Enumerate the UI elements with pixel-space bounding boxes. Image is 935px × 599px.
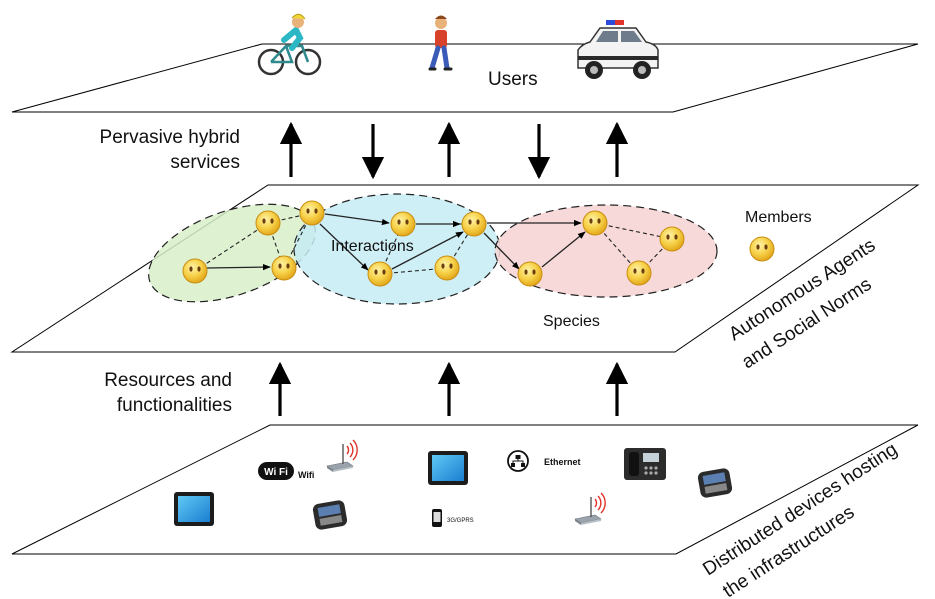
tablet-icon	[174, 492, 214, 526]
wifi-logo-text: Wi Fi	[264, 467, 288, 478]
smiley-icon	[434, 255, 460, 281]
smiley-icon	[461, 211, 487, 237]
wifi-logo-icon: Wi Fi	[258, 462, 294, 480]
users-label: Users	[488, 69, 538, 90]
species-label: Species	[543, 313, 600, 330]
mobile-phone-icon	[696, 467, 734, 499]
interaction-links	[206, 213, 586, 271]
species-group-red	[494, 204, 718, 298]
gprs-phone-icon	[432, 509, 442, 527]
desk-phone-icon	[624, 448, 666, 480]
smiley-icon	[517, 261, 543, 287]
smiley-icon	[659, 226, 685, 252]
members-label: Members	[745, 209, 812, 226]
mobile-phone-icon	[311, 499, 349, 531]
tablet-icon	[428, 451, 468, 485]
ethernet-icon	[507, 450, 529, 472]
smiley-icon	[582, 210, 608, 236]
smiley-icon	[390, 211, 416, 237]
wifi-label: Wifi	[298, 470, 314, 480]
resource-arrows	[268, 361, 629, 416]
gprs-label: 3G/GPRS	[447, 518, 474, 524]
smiley-icon	[626, 260, 652, 286]
services-label-line1: Pervasive hybrid	[100, 127, 240, 148]
smiley-icon	[182, 258, 208, 284]
users-plane	[11, 43, 919, 113]
cyclist-icon	[257, 13, 322, 76]
smiley-icon	[271, 255, 297, 281]
police-car-icon	[577, 20, 659, 79]
smiley-icon	[255, 210, 281, 236]
resources-label-line1: Resources and	[104, 370, 232, 391]
ethernet-label: Ethernet	[544, 457, 581, 467]
interactions-label: Interactions	[331, 238, 414, 255]
pedestrian-icon	[428, 15, 453, 71]
members-smiley-icon	[749, 236, 775, 262]
devices-plane	[11, 424, 919, 555]
smiley-icon	[367, 261, 393, 287]
service-arrows	[279, 121, 629, 180]
services-label-line2: services	[170, 152, 240, 173]
resources-label-line2: functionalities	[117, 395, 232, 416]
smiley-icon	[299, 200, 325, 226]
